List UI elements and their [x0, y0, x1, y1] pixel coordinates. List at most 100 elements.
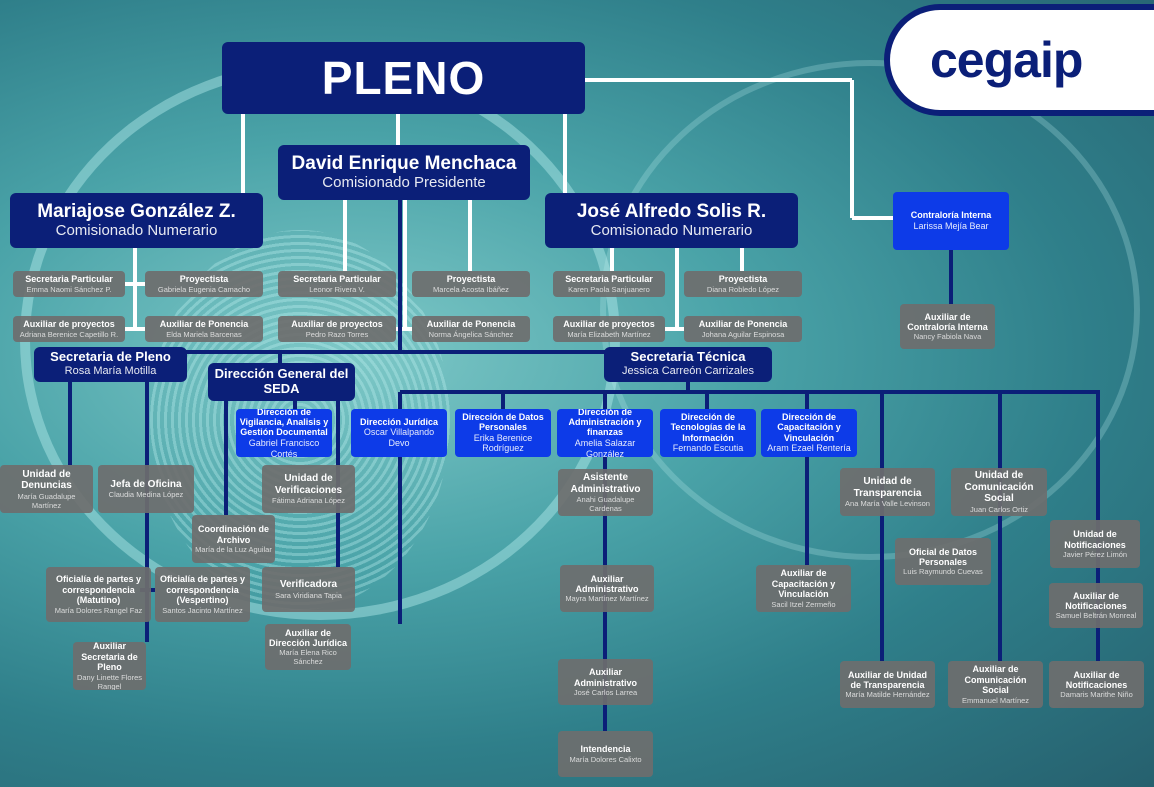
node-title: Secretaria Particular [25, 274, 113, 285]
node-person-name: Oscar Villalpando Devo [363, 427, 435, 449]
node-person-name: Comisionado Numerario [590, 222, 753, 240]
node-title: David Enrique Menchaca [291, 152, 517, 174]
node-person-name: Ana María Valle Levinson [845, 499, 930, 508]
node-title: PLENO [321, 51, 486, 104]
org-node-josealfredo: José Alfredo Solis R.Comisionado Numerar… [545, 193, 798, 248]
node-title: Dirección de Tecnologías de la Informaci… [670, 412, 746, 443]
node-title: Unidad de Comunicación Social [964, 470, 1034, 505]
node-person-name: Diana Robledo López [706, 284, 780, 294]
node-person-name: Nancy Fabiola Nava [913, 332, 982, 342]
node-title: Secretaria Técnica [630, 349, 746, 365]
node-title: Oficialía de partes y correspondencia (M… [55, 574, 142, 606]
node-title: Auxiliar de Ponencia [159, 319, 249, 330]
node-title: Unidad de Notificaciones [1064, 529, 1126, 550]
node-title: Auxiliar Administrativo [573, 667, 637, 688]
node-title: Auxiliar Secretaria de Pleno [81, 642, 138, 673]
node-person-name: Pedro Razo Torres [305, 329, 369, 339]
node-person-name: Sara Viridiana Tapia [275, 590, 342, 600]
org-node-pleno: PLENO [222, 42, 585, 114]
node-person-name: Comisionado Presidente [322, 174, 486, 192]
node-person-name: María Elizabeth Martínez [567, 329, 651, 339]
node-person-name: María Guadalupe Martínez [17, 491, 76, 510]
node-person-name: Adriana Berenice Capetillo R. [19, 329, 119, 339]
node-title: Dirección de Datos Personales [462, 411, 544, 433]
org-node-vigilancia: Dirección de Vigilancia, Analisis y Gest… [236, 409, 332, 457]
node-title: Proyectista [179, 274, 229, 285]
node-title: Auxiliar de proyectos [23, 319, 115, 330]
node-title: Dirección Jurídica [359, 417, 439, 428]
node-person-name: Emmanuel Martínez [961, 695, 1030, 705]
org-node-tecnologias: Dirección de Tecnologías de la Informaci… [660, 409, 756, 457]
logo-text: cegaip [930, 32, 1083, 88]
node-person-name: María Dolores Rangel Faz [54, 605, 143, 615]
node-person-name: Fátima Adriana López [272, 496, 345, 505]
node-title: Auxiliar de proyectos [563, 319, 655, 330]
node-title: Auxiliar de proyectos [291, 319, 383, 330]
node-person-name: Emma Naomi Sánchez P. [26, 284, 112, 294]
node-person-name: Amelia Salazar González [574, 437, 636, 457]
node-title: Auxiliar de Notificaciones [1065, 590, 1127, 611]
node-person-name: Aram Ezael Rentería [767, 443, 851, 454]
node-person-name: Comisionado Numerario [55, 222, 218, 240]
node-person-name: Karen Paola Sanjuanero [568, 284, 650, 294]
node-title: Proyectista [446, 274, 496, 285]
org-node-dirseda: Dirección General del SEDA [208, 363, 355, 401]
node-person-name: Gabriel Francisco Cortés [248, 437, 320, 457]
node-title: José Alfredo Solis R. [576, 200, 767, 222]
node-title: Auxiliar de Capacitación y Vinculación [771, 568, 836, 600]
node-person-name: José Carlos Larrea [573, 687, 638, 697]
node-title: Auxiliar de Ponencia [698, 319, 788, 330]
node-title: Oficial de Datos Personales [908, 546, 978, 567]
node-title: Unidad de Transparencia [853, 476, 922, 499]
node-title: Auxiliar de Ponencia [426, 319, 516, 330]
node-title: Unidad de Denuncias [21, 468, 72, 492]
node-person-name: Dany Linette Flores Rangel [76, 672, 143, 690]
node-title: Proyectista [718, 274, 768, 285]
node-title: Auxiliar de Unidad de Transparencia [847, 669, 927, 690]
node-person-name: Larissa Mejía Bear [913, 220, 989, 231]
node-person-name: Leonor Rivera V. [309, 284, 365, 294]
org-node-matutino: Oficialía de partes y correspondencia (M… [46, 567, 151, 622]
node-title: Auxiliar de Notificaciones [1065, 669, 1128, 690]
node-person-name: Anahi Guadalupe Cardenas [576, 495, 635, 513]
node-person-name: Erika Berenice Rodríguez [473, 432, 533, 454]
node-person-name: Claudia Medina López [108, 490, 184, 500]
background-arc [600, 60, 1140, 560]
node-person-name: Santos Jacinto Martínez [162, 605, 243, 615]
node-person-name: Norma Ángelica Sánchez [428, 329, 514, 339]
node-title: Dirección de Capacitación y Vinculación [777, 412, 841, 443]
node-person-name: María Dolores Calixto [569, 754, 642, 764]
node-person-name: Jessica Carreón Carrizales [621, 365, 755, 378]
node-title: Contraloría Interna [910, 210, 992, 221]
node-title: Asistente Administrativo [570, 472, 641, 495]
node-title: Auxiliar de Contraloría Interna [907, 311, 988, 332]
